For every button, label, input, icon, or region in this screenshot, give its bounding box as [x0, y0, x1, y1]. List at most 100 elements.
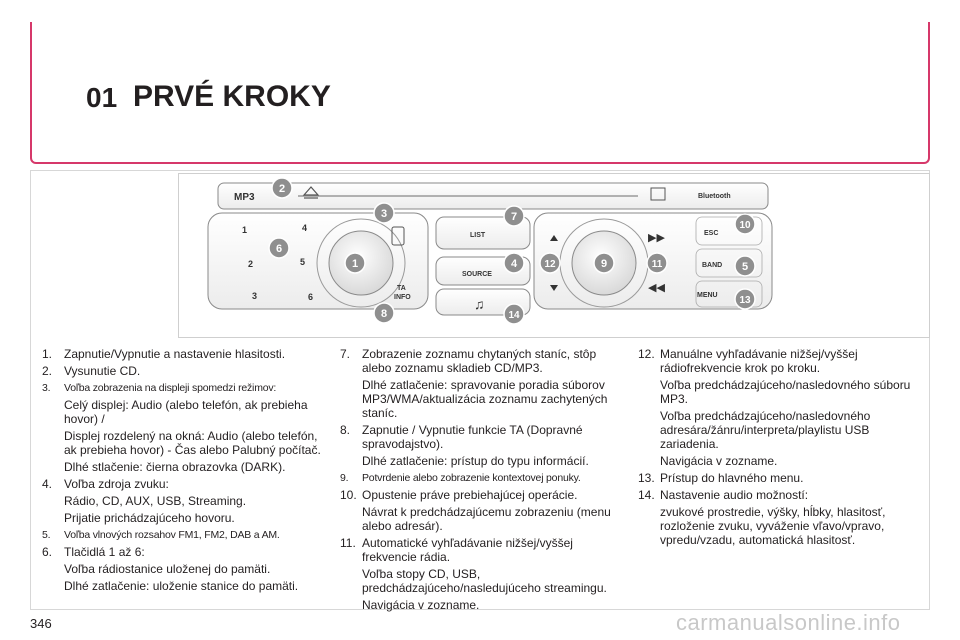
item-10-detail-a: Návrat k predchádzajúcemu zobrazeniu (me… — [362, 505, 611, 533]
item-text: Vysunutie CD. — [64, 364, 141, 378]
preset-button-1[interactable]: 1 — [242, 225, 247, 235]
arrow-down-icon[interactable] — [550, 285, 558, 291]
item-number: 4. — [42, 477, 53, 491]
seek-back-icon[interactable]: ◀◀ — [648, 282, 665, 294]
callout-14: 14 — [503, 303, 525, 325]
item-3-detail-a: Celý displej: Audio (alebo telefón, ak p… — [64, 398, 308, 426]
item-number: 11. — [340, 536, 356, 550]
callout-2-label: 2 — [279, 183, 285, 195]
watermark: carmanualsonline.info — [676, 610, 901, 635]
page-number: 346 — [30, 616, 52, 631]
list-item-3: 3.Voľba zobrazenia na displeji spomedzi … — [42, 381, 327, 395]
item-text: Zobrazenie zoznamu chytaných staníc, stô… — [362, 347, 597, 375]
callout-3: 3 — [373, 202, 395, 224]
item-3-detail-c: Dlhé stlačenie: čierna obrazovka (DARK). — [64, 460, 286, 474]
callout-13: 13 — [734, 288, 756, 310]
item-number: 3. — [42, 382, 51, 394]
eject-icon — [302, 186, 320, 196]
item-6-detail-b: Dlhé zatlačenie: uloženie stanice do pam… — [64, 579, 299, 593]
diagram-frame — [178, 173, 930, 338]
callout-1: 1 — [344, 252, 366, 274]
esc-label: ESC — [704, 230, 718, 237]
callout-10-label: 10 — [739, 220, 751, 231]
music-note-icon: ♫ — [474, 296, 485, 312]
callout-12: 12 — [539, 252, 561, 274]
callout-9: 9 — [593, 252, 615, 274]
list-item-8: 8.Zapnutie / Vypnutie funkcie TA (Doprav… — [340, 423, 625, 451]
item-3-detail-b: Displej rozdelený na okná: Audio (alebo … — [64, 429, 321, 457]
list-item-2: 2. Vysunutie CD. — [42, 364, 327, 378]
text-column-1: 1.Zapnutie/Vypnutie a nastavenie hlasito… — [42, 347, 327, 596]
item-number: 9. — [340, 472, 349, 484]
list-item-1: 1.Zapnutie/Vypnutie a nastavenie hlasito… — [42, 347, 327, 361]
list-item-13: 13.Prístup do hlavného menu. — [638, 471, 923, 485]
bluetooth-logo: Bluetooth — [698, 193, 731, 200]
chapter-number: 01 — [86, 82, 118, 113]
list-item-10: 10.Opustenie práve prebiehajúcej operáci… — [340, 488, 625, 502]
callout-4-label: 4 — [511, 258, 518, 270]
callout-1-label: 1 — [352, 258, 358, 270]
callout-6: 6 — [268, 237, 290, 259]
page-title: PRVÉ KROKY — [133, 80, 331, 113]
callout-11-label: 11 — [652, 259, 663, 270]
esc-button[interactable] — [695, 216, 763, 246]
item-text: Voľba zdroja zvuku: — [64, 477, 169, 491]
callout-7-label: 7 — [511, 211, 517, 223]
item-number: 2. — [42, 364, 53, 378]
item-6-detail-a: Voľba rádiostanice uloženej do pamäti. — [64, 562, 271, 576]
item-number: 5. — [42, 529, 51, 541]
arrow-up-icon[interactable] — [550, 235, 558, 241]
volume-knob-ring — [316, 218, 406, 308]
item-text: Potvrdenie alebo zobrazenie kontextovej … — [362, 472, 581, 484]
item-11-detail-a: Voľba stopy CD, USB, predchádzajúceho/na… — [362, 567, 607, 595]
callout-4: 4 — [503, 252, 525, 274]
callout-3-label: 3 — [381, 208, 387, 220]
source-label: SOURCE — [462, 271, 492, 278]
item-12-detail-a: Voľba predchádzajúceho/nasledovného súbo… — [660, 378, 911, 406]
item-14-detail-a: zvukové prostredie, výšky, hĺbky, hlasit… — [660, 505, 886, 547]
item-11-detail-b: Navigácia v zozname. — [362, 598, 480, 612]
item-text: Manuálne vyhľadávanie nižšej/vyššej rádi… — [660, 347, 858, 375]
seek-forward-icon[interactable]: ▶▶ — [648, 232, 665, 244]
preset-button-2[interactable]: 2 — [248, 259, 253, 269]
callout-8: 8 — [373, 302, 395, 324]
item-number: 10. — [340, 488, 357, 502]
ta-label-line1: TA — [397, 285, 406, 292]
callout-11: 11 — [646, 252, 668, 274]
preset-button-5[interactable]: 5 — [300, 257, 305, 267]
item-text: Automatické vyhľadávanie nižšej/vyššej f… — [362, 536, 573, 564]
callout-2: 2 — [271, 177, 293, 199]
preset-button-4[interactable]: 4 — [302, 223, 307, 233]
item-text: Nastavenie audio možností: — [660, 488, 809, 502]
callout-8-label: 8 — [381, 308, 387, 320]
preset-button-6[interactable]: 6 — [308, 292, 313, 302]
display-mode-icon[interactable] — [391, 226, 405, 246]
callout-13-label: 13 — [739, 295, 751, 306]
item-number: 14. — [638, 488, 655, 502]
radio-drawing: MP3 Bluetooth 1 2 3 4 5 6 TA INFO LIST S… — [207, 177, 773, 325]
list-label: LIST — [470, 232, 486, 239]
list-item-4: 4. Voľba zdroja zvuku: — [42, 477, 327, 491]
list-item-6: 6.Tlačidlá 1 až 6: — [42, 545, 327, 559]
usb-logo-icon — [650, 187, 666, 201]
preset-button-3[interactable]: 3 — [252, 291, 257, 301]
callout-5-label: 5 — [742, 261, 748, 273]
callout-14-label: 14 — [508, 310, 520, 321]
item-text: Prístup do hlavného menu. — [660, 471, 804, 485]
item-number: 7. — [340, 347, 351, 361]
callout-9-label: 9 — [601, 258, 607, 270]
item-4-detail-b: Prijatie prichádzajúceho hovoru. — [64, 511, 235, 525]
item-12-detail-c: Navigácia v zozname. — [660, 454, 778, 468]
list-item-7: 7. Zobrazenie zoznamu chytaných staníc, s… — [340, 347, 625, 375]
item-12-detail-b: Voľba predchádzajúceho/nasledovného adre… — [660, 409, 871, 451]
band-button[interactable] — [695, 248, 763, 278]
callout-12-label: 12 — [544, 259, 556, 270]
item-7-detail-a: Dlhé zatlačenie: spravovanie poradia súb… — [362, 378, 608, 420]
menu-button[interactable] — [695, 280, 763, 308]
text-column-3: 12.Manuálne vyhľadávanie nižšej/vyššej r… — [638, 347, 923, 550]
list-button[interactable] — [435, 216, 531, 250]
mp3-logo: MP3 — [234, 192, 255, 203]
callout-10: 10 — [734, 213, 756, 235]
list-item-14: 14. Nastavenie audio možností: — [638, 488, 923, 502]
list-item-12: 12.Manuálne vyhľadávanie nižšej/vyššej r… — [638, 347, 923, 375]
